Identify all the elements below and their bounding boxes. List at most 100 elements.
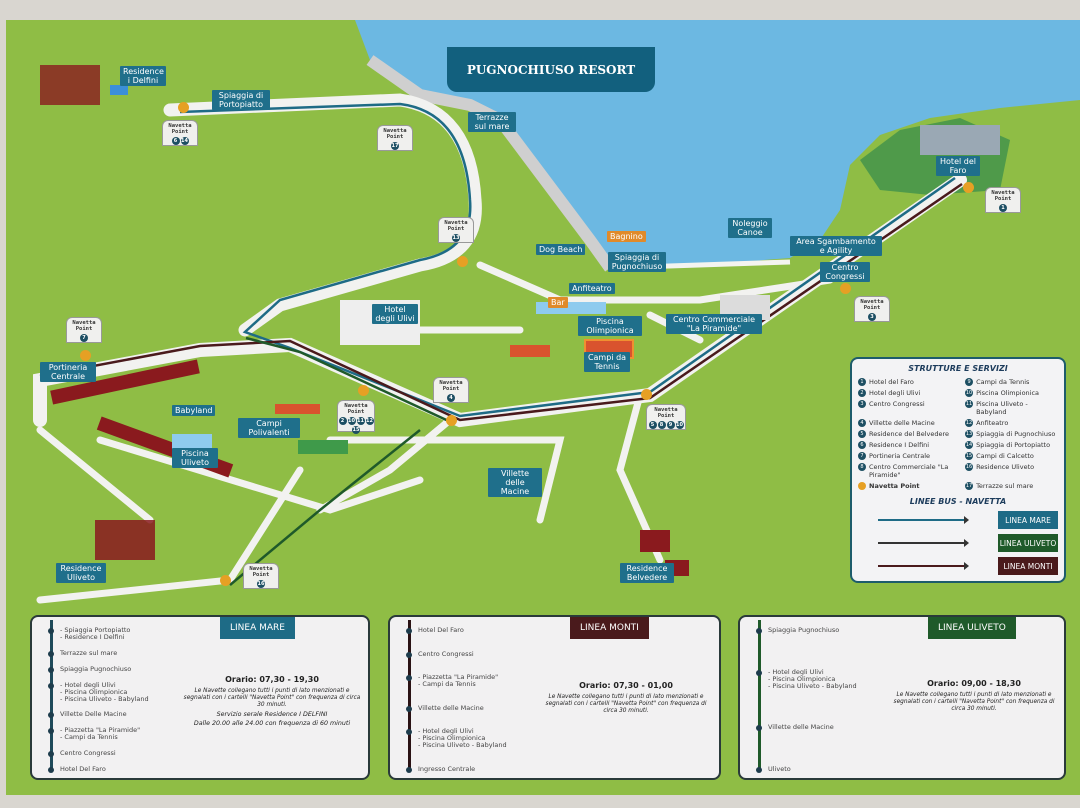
legend-number-badge: 1 [858, 378, 866, 386]
route-stop: Villette Delle Macine [48, 711, 127, 718]
label-piscina-uliveto: Piscina Uliveto [172, 448, 218, 468]
legend-number-badge: 8 [858, 463, 866, 471]
label-hotel-faro: Hotel del Faro [936, 156, 980, 176]
route-stop-label: Hotel Del Faro [60, 765, 106, 773]
route-stop: Terrazze sul mare [48, 649, 117, 657]
route-stop-label: Spiaggia Pugnochiuso [768, 626, 840, 634]
panel-desc: Le Navette collegano tutti i punti di la… [545, 694, 707, 714]
route-stop-label: - Hotel degli Ulivi - Piscina Olimpionic… [418, 727, 507, 750]
legend-item-label: Spiaggia di Pugnochiuso [976, 430, 1056, 438]
route-stop: - Piazzetta "La Piramide" - Campi da Ten… [406, 674, 498, 688]
legend-number-badge: 2 [858, 389, 866, 397]
legend-number-badge: 14 [965, 441, 974, 449]
route-stop: Hotel Del Faro [406, 627, 464, 634]
panel-title: LINEA MONTI [570, 617, 649, 639]
navetta-stop-dot [446, 415, 457, 426]
legend-number-badge: 3 [858, 400, 866, 408]
route-stop: Centro Congressi [48, 750, 116, 757]
route-stop: Centro Congressi [406, 650, 474, 658]
panel-linea-uliveto: LINEA ULIVETO Orario: 09,00 - 18,30 Le N… [738, 615, 1066, 780]
route-stop-label: - Piazzetta "La Piramide" - Campi da Ten… [418, 673, 499, 689]
legend-item: Navetta Point [858, 482, 962, 490]
panel-orario: Orario: 07,30 - 19,30 [225, 675, 319, 684]
label-bar: Bar [548, 297, 568, 308]
route-stop-label: Hotel Del Faro [418, 626, 464, 634]
legend-item-label: Piscina Uliveto - Babyland [976, 400, 1028, 416]
route-stop: Villette delle Macine [406, 703, 484, 712]
legend-title: STRUTTURE E SERVIZI [908, 364, 1008, 373]
legend-item-label: Campi di Calcetto [976, 452, 1034, 460]
route-stop: - Spiaggia Portopiatto - Residence I Del… [48, 627, 130, 641]
route-stop-label: Spiaggia Pugnochiuso [60, 664, 132, 673]
navetta-stop-dot [840, 283, 851, 294]
legend-line-uliveto: LINEA ULIVETO [858, 534, 1058, 552]
legend-item-label: Hotel degli Ulivi [869, 389, 921, 397]
legend-number-badge: 17 [965, 482, 974, 490]
navetta-stop-dot [358, 385, 369, 396]
route-stop: Uliveto [756, 766, 791, 773]
legend-item-label: Anfiteatro [976, 419, 1009, 427]
legend-item-label: Portineria Centrale [869, 452, 931, 460]
legend-number-badge: 5 [858, 430, 866, 438]
label-hotel-ulivi: Hotel degli Ulivi [372, 304, 418, 324]
legend-number-badge: 13 [965, 430, 974, 438]
label-dog-beach: Dog Beach [536, 244, 586, 255]
legend-item-label: Residence del Belvedere [869, 430, 950, 438]
label-spiaggia-pugnochiuso: Spiaggia di Pugnochiuso [608, 252, 666, 272]
legend-number-badge: 9 [965, 378, 974, 386]
route-stop: Hotel Del Faro [48, 766, 106, 773]
navetta-stop-dot [80, 350, 91, 361]
route-stop-label: - Hotel degli Ulivi - Piscina Olimpionic… [768, 667, 857, 690]
route-stop: - Hotel degli Ulivi - Piscina Olimpionic… [406, 728, 507, 749]
shuttle-lines [39, 102, 963, 586]
panel-title: LINEA ULIVETO [928, 617, 1016, 639]
legend-item-label: Navetta Point [869, 482, 920, 490]
route-stop-label: Uliveto [768, 765, 791, 773]
navetta-stop-dot [641, 389, 652, 400]
legend-item-label: Centro Congressi [869, 400, 925, 408]
legend-item-label: Villette delle Macine [869, 419, 935, 427]
route-stop: - Piazzetta "La Piramide" - Campi da Ten… [48, 727, 140, 741]
label-centro-piramide: Centro Commerciale "La Piramide" [666, 314, 762, 334]
route-stop: Spiaggia Pugnochiuso [756, 627, 839, 634]
legend-number-badge: 7 [858, 452, 866, 460]
legend-item-label: Centro Commerciale "La Piramide" [869, 463, 949, 479]
route-stop-label: Villette delle Macine [418, 703, 484, 712]
route-stop: Villette delle Macine [756, 724, 834, 731]
panel-desc: Le Navette collegano tutti i punti di la… [893, 692, 1055, 712]
label-centro-congressi: Centro Congressi [820, 262, 870, 282]
legend-number-badge: 11 [965, 400, 974, 408]
panel-linea-monti: LINEA MONTI Orario: 07,30 - 01,00 Le Nav… [388, 615, 721, 780]
label-residence-delfini: Residence i Delfini [120, 66, 166, 86]
legend-number-badge: 16 [965, 463, 974, 471]
navetta-stop-dot [963, 182, 974, 193]
route-stop: Spiaggia Pugnochiuso [48, 664, 132, 673]
route-stop: - Hotel degli Ulivi - Piscina Olimpionic… [756, 667, 857, 690]
legend-item-label: Residence Uliveto [976, 463, 1035, 471]
navetta-stop-dot [457, 256, 468, 267]
route-stop-label: Ingresso Centrale [418, 765, 476, 773]
route-stop: Ingresso Centrale [406, 766, 475, 773]
navetta-stop-dot [178, 102, 189, 113]
legend-number-badge: 12 [965, 419, 974, 427]
route-stop-label: - Piazzetta "La Piramide" - Campi da Ten… [60, 726, 141, 742]
panel-linea-mare: LINEA MARE Orario: 07,30 - 19,30 Le Nave… [30, 615, 370, 780]
label-campi-polivalenti: Campi Polivalenti [238, 418, 300, 438]
